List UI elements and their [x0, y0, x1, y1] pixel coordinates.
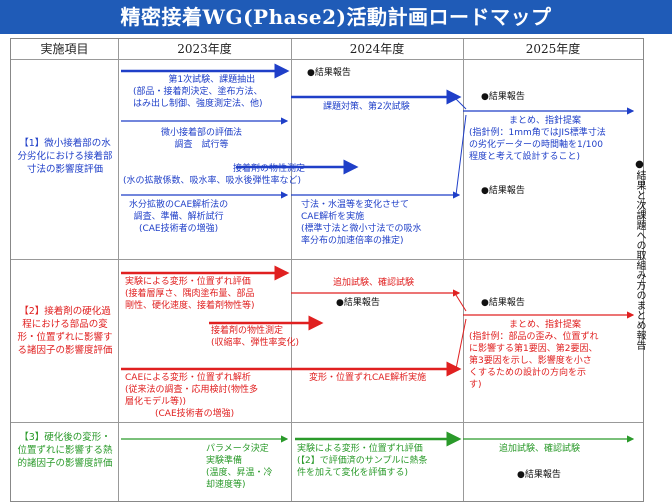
col-divider: [291, 39, 292, 501]
text-line: 実験による変形・位置ずれ評価: [125, 277, 251, 287]
text-line: (収縮率、弾性率変化): [211, 338, 300, 348]
r3-2023-text: パラメータ決定 実験準備 (温度、昇温・冷 却速度等): [206, 443, 273, 491]
text-line: 実験による変形・位置ずれ評価: [297, 444, 423, 454]
page-title: 精密接着WG(Phase2)活動計画ロードマップ: [0, 0, 672, 34]
r1-2025-report: ●結果報告: [481, 92, 525, 102]
r1-2023-text1: 第1次試験、課題抽出 (部品・接着剤決定、塗布方法、 はみ出し制御、強度測定法、…: [133, 74, 263, 110]
text-line: 実験準備: [206, 456, 243, 466]
header-item: 実施項目: [40, 42, 89, 56]
r3-2024-text: 実験による変形・位置ずれ評価 (【2】で評価済のサンプルに熱条 件を加えて変化を…: [297, 443, 427, 479]
text-line: (【2】で評価済のサンプルに熱条: [297, 456, 428, 466]
text-line: 程度と考えて設計すること): [469, 152, 581, 162]
text-line: (従来法の調査・応用検討(物性多: [125, 385, 259, 395]
r1-2024-report: ●結果報告: [307, 68, 351, 78]
r1-2025-text: まとめ、指針提案 (指針例：1mm角ではJIS標準寸法 の劣化データーの時間軸を…: [469, 115, 606, 163]
header-2025: 2025年度: [525, 42, 581, 56]
text-line: に影響する第1要因、第2要因、: [469, 344, 598, 354]
text-line: (CAE技術者の増強): [138, 224, 219, 234]
row2-label: 【2】接着剤の硬化過程における部品の変形・位置ずれに影響する諸因子の影響度評価: [17, 306, 113, 356]
row1-label: 【1】微小接着部の水分劣化における接着部寸法の影響度評価: [17, 138, 113, 175]
text-line: 水分拡散のCAE解析法の: [129, 200, 229, 210]
r2-2023-text1: 実験による変形・位置ずれ評価 (接着層厚さ、隅肉塗布量、部品 剛性、硬化速度、接…: [125, 276, 255, 312]
text-line: 率分布の加速倍率の推定): [301, 236, 404, 246]
r1-2025-report2: ●結果報告: [481, 186, 525, 196]
r2-2024-report: ●結果報告: [336, 298, 380, 308]
r2-2023-text3: CAEによる変形・位置ずれ解析 (従来法の調査・応用検討(物性多 層化モデル等)…: [125, 372, 258, 420]
text-line: (指針例：1mm角ではJIS標準寸法: [469, 128, 606, 138]
text-line: (指針例：部品の歪み、位置ずれ: [469, 332, 599, 342]
text-line: の劣化データーの時間軸を1/100: [469, 140, 603, 150]
r2-2024-text1: 追加試験、確認試験: [333, 278, 415, 288]
text-line: まとめ、指針提案: [509, 320, 582, 330]
col-divider: [463, 39, 464, 501]
r2-2023-text2: 接着剤の物性測定 (収縮率、弾性率変化): [211, 325, 299, 349]
side-summary-note: ●結果と次課題への取組み方のまとめ報告: [634, 159, 645, 350]
arrow: [455, 294, 467, 312]
r1-2023-text3: 接着剤の物性測定 (水の拡散係数、吸水率、吸水後弾性率など): [123, 163, 305, 187]
row-divider: [11, 422, 643, 423]
text-line: CAE解析を実施: [301, 212, 365, 222]
r2-2024-text2: 変形・位置ずれCAE解析実施: [309, 373, 427, 383]
arrows-layer: [121, 63, 635, 447]
r2-2025-report: ●結果報告: [481, 298, 525, 308]
text-line: 却速度等): [206, 480, 246, 490]
text-line: 第3要因を示し、影響度を小さ: [469, 356, 592, 366]
text-line: 微小接着部の評価法: [161, 128, 243, 138]
row-divider: [11, 59, 643, 60]
r1-2023-text2: 微小接着部の評価法 調査 試行等: [161, 127, 242, 151]
header-2023: 2023年度: [177, 42, 232, 56]
r1-2024-text1: 課題対策、第2次試験: [323, 102, 410, 112]
text-line: まとめ、指針提案: [509, 116, 582, 126]
r1-2023-text4: 水分拡散のCAE解析法の 調査、準備、解析試行 (CAE技術者の増強): [129, 199, 228, 235]
r1-2024-text2: 寸法・水温等を変化させて CAE解析を実施 (標準寸法と微小寸法での吸水 率分布…: [301, 199, 422, 247]
r3-2025-text: 追加試験、確認試験: [499, 444, 581, 454]
text-line: (接着層厚さ、隅肉塗布量、部品: [125, 289, 255, 299]
text-line: はみ出し制御、強度測定法、他): [133, 99, 263, 109]
text-line: 剛性、硬化速度、接着剤物性等): [125, 301, 255, 311]
row-divider: [11, 259, 643, 260]
roadmap-grid: 実施項目 2023年度 2024年度 2025年度 【1】微小接着部の水分劣化に…: [10, 38, 645, 502]
text-line: パラメータ決定: [206, 444, 269, 454]
text-line: (CAE技術者の増強): [155, 409, 235, 419]
text-line: (水の拡散係数、吸水率、吸水後弾性率など): [123, 176, 302, 186]
text-line: (部品・接着剤決定、塗布方法、: [133, 87, 263, 97]
text-line: 寸法・水温等を変化させて: [301, 200, 410, 210]
text-line: 接着剤の物性測定: [211, 326, 284, 336]
text-line: (標準寸法と微小寸法での吸水: [301, 224, 422, 234]
row3-label: 【3】硬化後の変形・位置ずれに影響する熱的諸因子の影響度評価: [17, 432, 113, 469]
header-2024: 2024年度: [349, 42, 405, 56]
arrow: [455, 114, 467, 196]
r2-2025-text: まとめ、指針提案 (指針例：部品の歪み、位置ずれ に影響する第1要因、第2要因、…: [469, 319, 599, 391]
text-line: す): [469, 380, 482, 390]
arrow: [455, 318, 467, 370]
text-line: CAEによる変形・位置ずれ解析: [125, 373, 251, 383]
r3-2025-report: ●結果報告: [517, 470, 561, 480]
text-line: (温度、昇温・冷: [206, 468, 273, 478]
text-line: 接着剤の物性測定: [233, 164, 306, 174]
text-line: 第1次試験、課題抽出: [168, 75, 256, 85]
text-line: 層化モデル等)): [125, 397, 187, 407]
text-line: 調査 試行等: [174, 140, 229, 150]
text-line: 調査、準備、解析試行: [133, 212, 224, 222]
text-line: 件を加えて変化を評価する): [297, 468, 409, 478]
arrow: [455, 98, 467, 110]
text-line: くするための設計の方向を示: [469, 368, 587, 378]
col-divider: [118, 39, 119, 501]
